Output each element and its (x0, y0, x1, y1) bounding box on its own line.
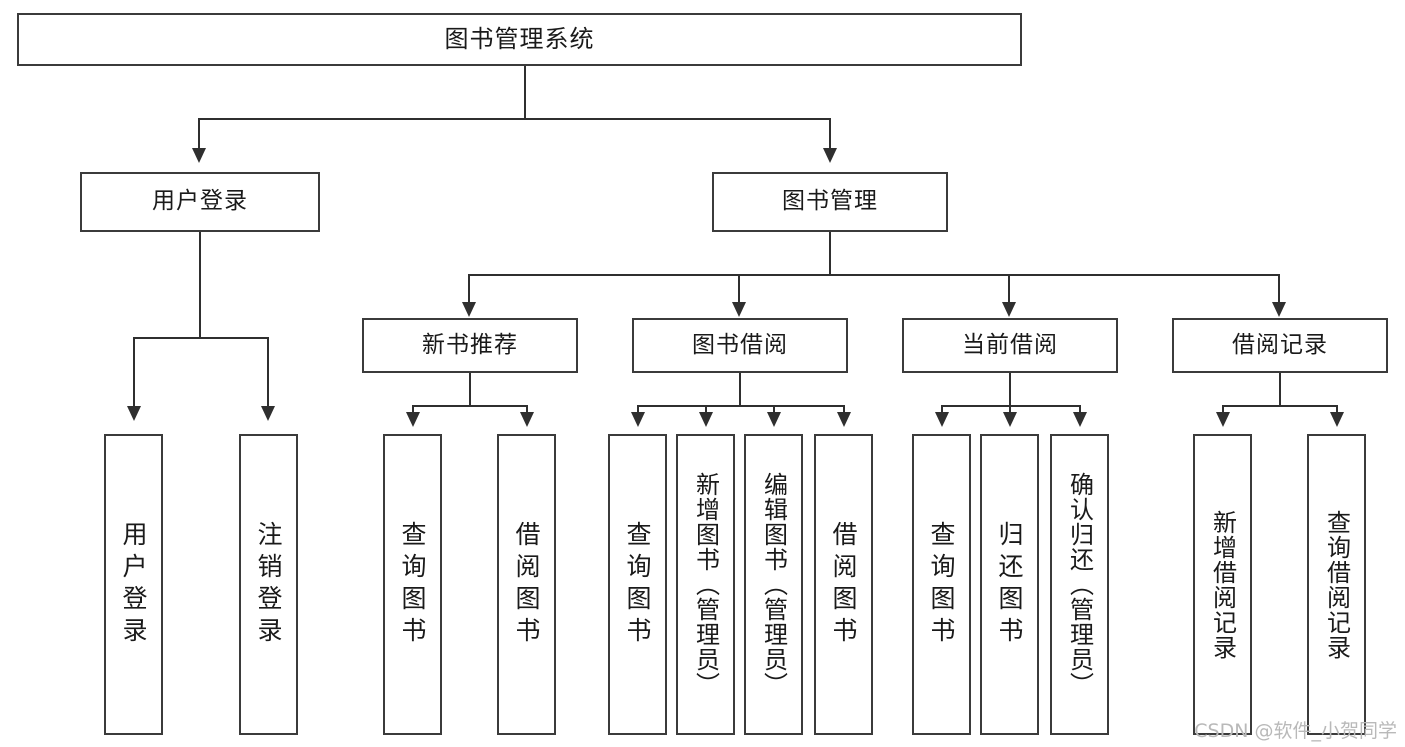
leaf-user-login-label: 用户登录 (119, 520, 148, 649)
node-borrow-record[interactable]: 借阅记录 (1172, 318, 1388, 373)
leaf-borrow-book-recommend[interactable]: 借阅图书 (497, 434, 556, 735)
connector-borrow-record-drop-1 (1222, 405, 1224, 415)
arrowhead-leaf-query-book-c (935, 412, 949, 427)
leaf-query-borrow-record[interactable]: 查询借阅记录 (1307, 434, 1366, 735)
connector-new-book-rec-drop-2 (526, 405, 528, 415)
arrowhead-leaf-add-book (699, 412, 713, 427)
connector-to-new-book-rec (468, 274, 470, 305)
connector-to-borrow-record (1278, 274, 1280, 305)
connector-user-login-bar (133, 337, 268, 339)
leaf-confirm-return-admin-label: 确认归还（管理员） (1065, 472, 1094, 697)
arrowhead-current-borrow (1002, 302, 1016, 317)
arrowhead-user-login (192, 148, 206, 163)
node-current-borrow[interactable]: 当前借阅 (902, 318, 1118, 373)
arrowhead-leaf-borrow-book-a (520, 412, 534, 427)
leaf-edit-book-admin-label: 编辑图书（管理员） (759, 472, 788, 697)
connector-user-login-drop-1 (133, 337, 135, 409)
arrowhead-leaf-edit-book (767, 412, 781, 427)
leaf-add-borrow-record-label: 新增借阅记录 (1208, 509, 1237, 660)
node-new-book-recommend[interactable]: 新书推荐 (362, 318, 578, 373)
leaf-edit-book-admin[interactable]: 编辑图书（管理员） (744, 434, 803, 735)
connector-new-book-rec-stem (469, 373, 471, 406)
leaf-logout-label: 注销登录 (254, 520, 283, 649)
connector-book-manage-bar (468, 274, 1280, 276)
arrowhead-leaf-query-book-a (406, 412, 420, 427)
node-root-label: 图书管理系统 (444, 25, 595, 54)
arrowhead-leaf-query-record (1330, 412, 1344, 427)
connector-user-login-drop-2 (267, 337, 269, 409)
leaf-logout[interactable]: 注销登录 (239, 434, 298, 735)
leaf-borrow-book-recommend-label: 借阅图书 (512, 520, 541, 649)
arrowhead-leaf-confirm-return (1073, 412, 1087, 427)
connector-to-book-borrow (738, 274, 740, 305)
connector-to-current-borrow (1008, 274, 1010, 305)
connector-borrow-record-drop-2 (1336, 405, 1338, 415)
connector-root-to-user-login (198, 118, 200, 151)
connector-current-borrow-drop-3 (1079, 405, 1081, 415)
connector-book-manage-stem (829, 232, 831, 275)
leaf-user-login[interactable]: 用户登录 (104, 434, 163, 735)
connector-current-borrow-stem (1009, 373, 1011, 406)
connector-current-borrow-drop-1 (941, 405, 943, 415)
connector-root-stem (524, 66, 526, 119)
leaf-query-book-borrow[interactable]: 查询图书 (608, 434, 667, 735)
node-current-borrow-label: 当前借阅 (962, 331, 1058, 358)
arrowhead-leaf-user-login (127, 406, 141, 421)
connector-current-borrow-bar (941, 405, 1081, 407)
connector-user-login-stem (199, 232, 201, 338)
connector-book-borrow-drop-1 (637, 405, 639, 415)
connector-book-borrow-drop-4 (843, 405, 845, 415)
connector-new-book-rec-drop-1 (412, 405, 414, 415)
node-new-book-recommend-label: 新书推荐 (422, 331, 518, 358)
node-user-login[interactable]: 用户登录 (80, 172, 320, 232)
arrowhead-book-borrow (732, 302, 746, 317)
arrowhead-leaf-query-book-b (631, 412, 645, 427)
arrowhead-book-manage (823, 148, 837, 163)
connector-root-to-book-manage (829, 118, 831, 151)
connector-current-borrow-drop-2 (1009, 405, 1011, 415)
node-book-management[interactable]: 图书管理 (712, 172, 948, 232)
leaf-query-borrow-record-label: 查询借阅记录 (1322, 509, 1351, 660)
node-book-borrow[interactable]: 图书借阅 (632, 318, 848, 373)
connector-book-borrow-drop-2 (705, 405, 707, 415)
node-book-management-label: 图书管理 (782, 188, 878, 215)
leaf-return-book[interactable]: 归还图书 (980, 434, 1039, 735)
leaf-borrow-book-borrow[interactable]: 借阅图书 (814, 434, 873, 735)
leaf-return-book-label: 归还图书 (995, 520, 1024, 649)
connector-new-book-rec-bar (412, 405, 528, 407)
arrowhead-leaf-borrow-book-b (837, 412, 851, 427)
leaf-query-book-current[interactable]: 查询图书 (912, 434, 971, 735)
node-root-book-management-system[interactable]: 图书管理系统 (17, 13, 1022, 66)
connector-book-borrow-bar (637, 405, 845, 407)
connector-borrow-record-bar (1222, 405, 1338, 407)
connector-book-borrow-drop-3 (773, 405, 775, 415)
leaf-add-book-admin[interactable]: 新增图书（管理员） (676, 434, 735, 735)
connector-book-borrow-stem (739, 373, 741, 406)
connector-root-bar (198, 118, 831, 120)
node-borrow-record-label: 借阅记录 (1232, 331, 1328, 358)
leaf-borrow-book-borrow-label: 借阅图书 (829, 520, 858, 649)
leaf-query-book-recommend[interactable]: 查询图书 (383, 434, 442, 735)
leaf-add-borrow-record[interactable]: 新增借阅记录 (1193, 434, 1252, 735)
node-user-login-label: 用户登录 (152, 188, 248, 215)
arrowhead-new-book-rec (462, 302, 476, 317)
leaf-add-book-admin-label: 新增图书（管理员） (691, 472, 720, 697)
csdn-watermark: CSDN @软件_小贺同学 (1194, 720, 1397, 742)
node-book-borrow-label: 图书借阅 (692, 331, 788, 358)
arrowhead-leaf-add-record (1216, 412, 1230, 427)
arrowhead-leaf-logout (261, 406, 275, 421)
arrowhead-borrow-record (1272, 302, 1286, 317)
leaf-query-book-borrow-label: 查询图书 (623, 520, 652, 649)
leaf-query-book-recommend-label: 查询图书 (398, 520, 427, 649)
leaf-confirm-return-admin[interactable]: 确认归还（管理员） (1050, 434, 1109, 735)
leaf-query-book-current-label: 查询图书 (927, 520, 956, 649)
arrowhead-leaf-return-book (1003, 412, 1017, 427)
connector-borrow-record-stem (1279, 373, 1281, 406)
